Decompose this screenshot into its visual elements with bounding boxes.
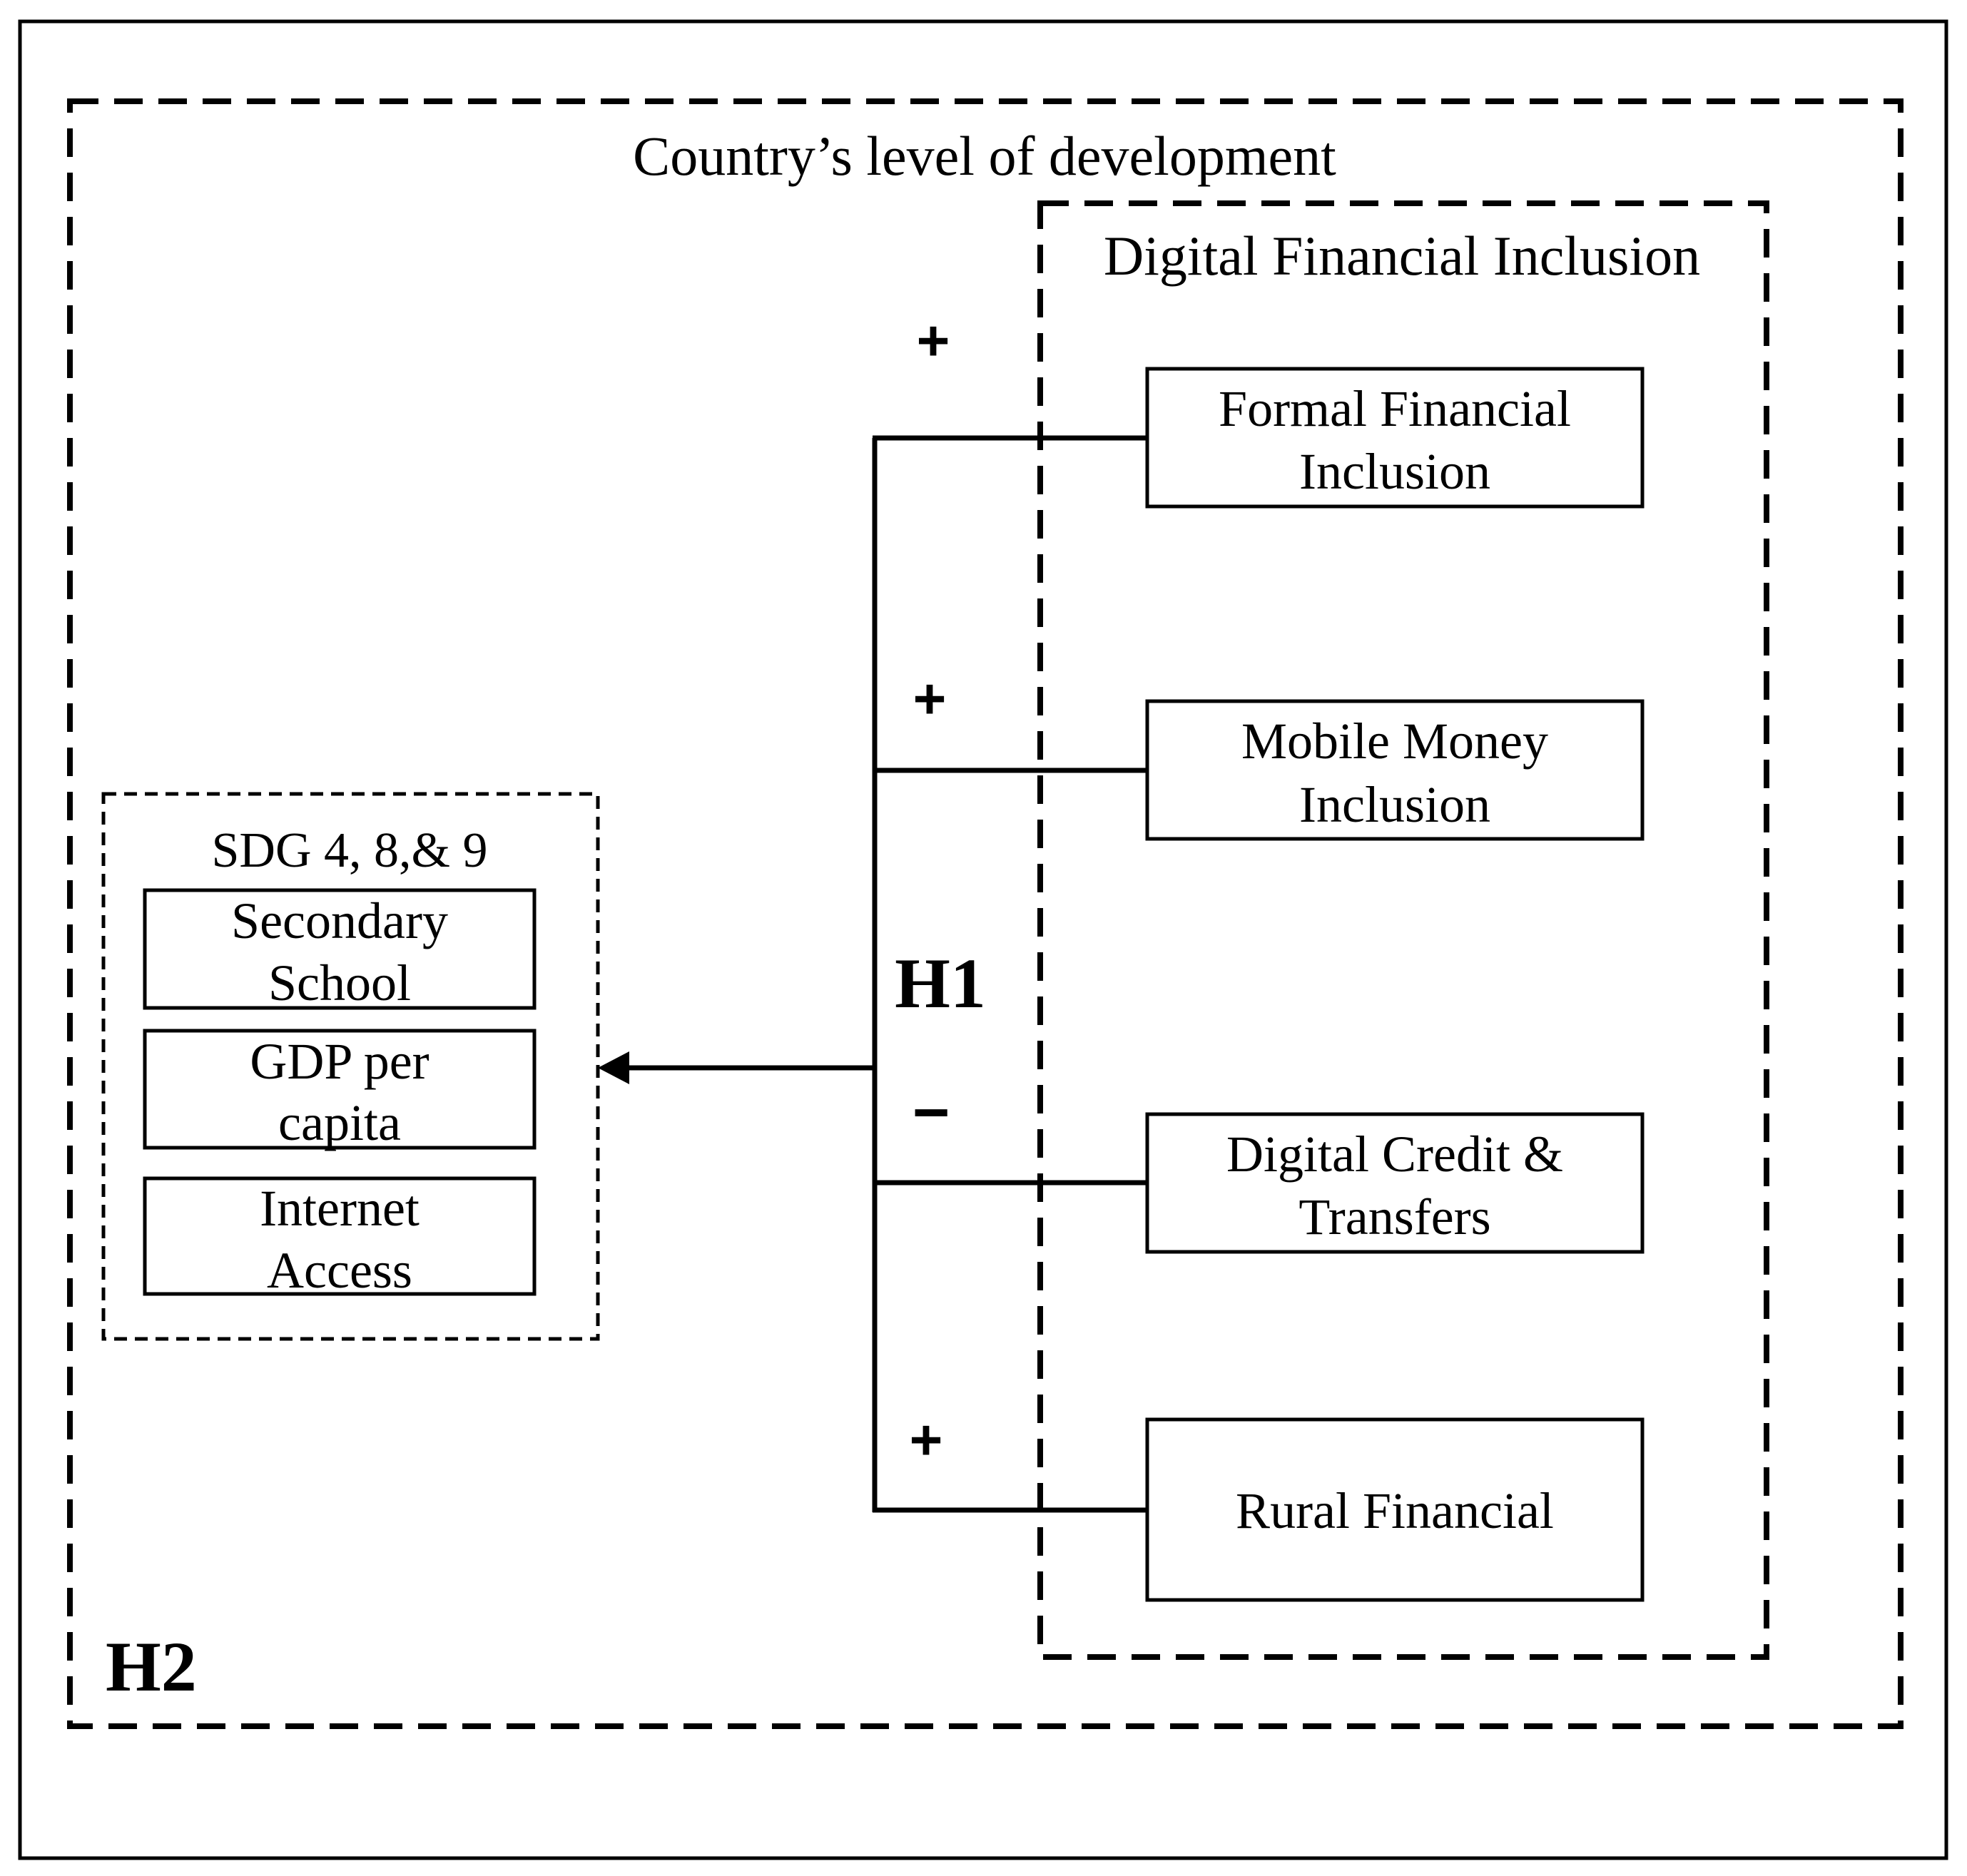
- arrow-head: [598, 1051, 629, 1084]
- sign-digital-credit: −: [913, 1077, 950, 1148]
- dfi-region: Digital Financial Inclusion: [1037, 200, 1769, 1660]
- sdg-box-line1: Internet: [260, 1180, 420, 1237]
- dfi-box-line2: Inclusion: [1299, 776, 1490, 833]
- dfi-box-line1: Digital Credit &: [1226, 1126, 1563, 1183]
- dfi-box-line1: Rural Financial: [1236, 1482, 1554, 1539]
- figure-frame: [18, 19, 1948, 1860]
- sdg-region: SDG 4, 8,& 9 Secondary School GDP per ca…: [101, 792, 600, 1341]
- dfi-box-rural-financial: Rural Financial: [1145, 1417, 1645, 1602]
- dfi-box-line2: Inclusion: [1299, 443, 1490, 500]
- sdg-box-line2: capita: [278, 1094, 401, 1151]
- sdg-box-line1: GDP per: [250, 1033, 429, 1090]
- dfi-dashed-border: [1037, 200, 1769, 1660]
- sdg-box-internet-access: Internet Access: [143, 1176, 537, 1299]
- sign-mobile-money: +: [913, 667, 947, 730]
- sdg-box-secondary-school: Secondary School: [143, 888, 537, 1011]
- sign-rural-financial: +: [910, 1408, 943, 1472]
- dfi-box-digital-credit: Digital Credit & Transfers: [1145, 1112, 1645, 1254]
- h2-label: H2: [106, 1627, 197, 1706]
- country-development-region: Country’s level of development H2: [67, 98, 1904, 1729]
- sign-formal-financial: +: [917, 309, 950, 372]
- h1-label: H1: [895, 944, 986, 1023]
- dfi-box-mobile-money: Mobile Money Inclusion: [1145, 699, 1645, 841]
- dfi-box-formal-financial: Formal Financial Inclusion: [1145, 367, 1645, 509]
- sdg-label: SDG 4, 8,& 9: [212, 823, 488, 878]
- sdg-box-line1: Secondary: [231, 892, 448, 949]
- dfi-label: Digital Financial Inclusion: [1104, 225, 1700, 287]
- dfi-box-line1: Mobile Money: [1241, 713, 1548, 770]
- h1-connectors: [598, 435, 1147, 1513]
- dfi-box-line1: Formal Financial: [1219, 380, 1571, 437]
- sdg-box-line2: Access: [267, 1242, 412, 1299]
- sdg-dashed-border: [101, 792, 600, 1341]
- dfi-box-line2: Transfers: [1298, 1188, 1490, 1245]
- country-development-label: Country’s level of development: [633, 125, 1336, 187]
- sdg-box-line2: School: [268, 954, 411, 1011]
- sdg-box-gdp-per-capita: GDP per capita: [143, 1029, 537, 1151]
